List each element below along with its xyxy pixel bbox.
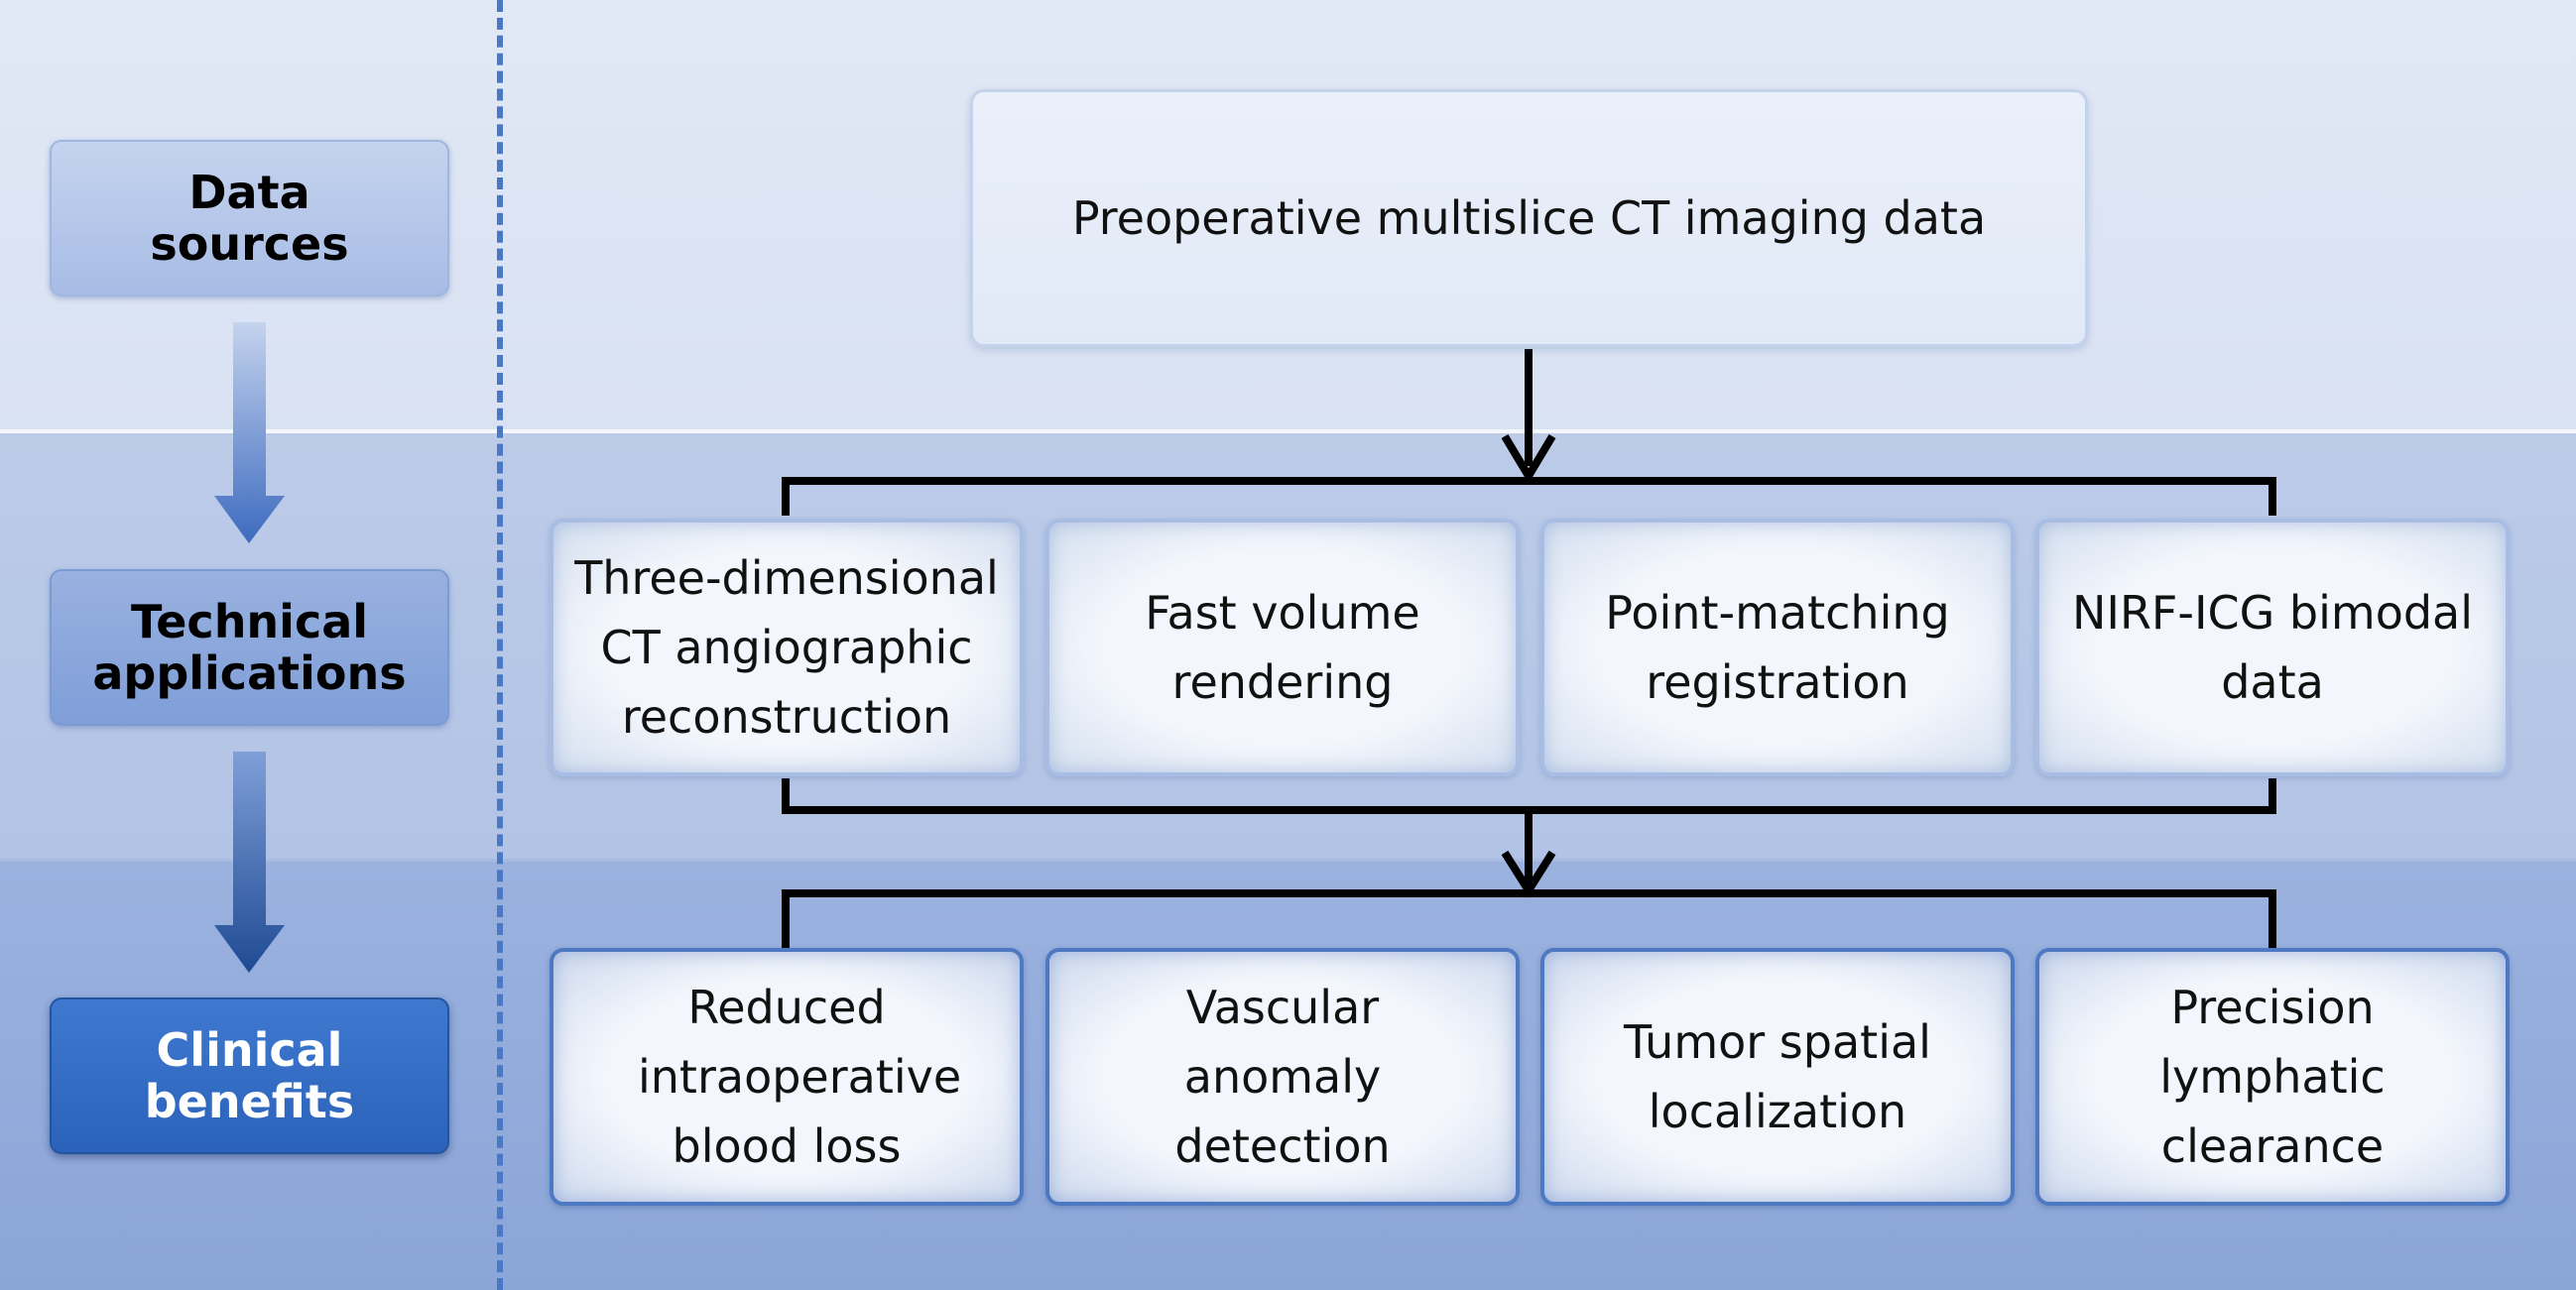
clinical-box: Reduced intraoperative blood loss: [550, 948, 1024, 1206]
stage-arrow-down-icon: [214, 322, 285, 543]
clinical-label: Reduced intraoperative blood loss: [638, 981, 962, 1173]
technical-label: Fast volume rendering: [1145, 586, 1420, 709]
bracket-technical-top: [782, 477, 2276, 516]
stage-label-clinical-benefits: Clinical benefits: [50, 997, 449, 1154]
stage-arrow-down-icon: [214, 752, 285, 973]
dashed-divider: [497, 0, 503, 1290]
stage-label-data-sources: Data sources: [50, 140, 449, 296]
technical-box: Point-matching registration: [1540, 519, 2015, 776]
technical-label: Three-dimensional CT angiographic recons…: [574, 551, 999, 744]
stage-label-text: Technical applications: [92, 595, 407, 700]
technical-label: Point-matching registration: [1605, 586, 1950, 709]
stage-label-technical-applications: Technical applications: [50, 569, 449, 726]
technical-box: Three-dimensional CT angiographic recons…: [550, 519, 1024, 776]
stage-label-text: Clinical benefits: [144, 1023, 355, 1128]
source-label: Preoperative multislice CT imaging data: [1071, 191, 1987, 245]
source-box: Preoperative multislice CT imaging data: [970, 89, 2088, 347]
technical-box: Fast volume rendering: [1045, 519, 1520, 776]
clinical-label: Vascular anomaly detection: [1174, 981, 1391, 1173]
clinical-box: Vascular anomaly detection: [1045, 948, 1520, 1206]
clinical-label: Tumor spatial localization: [1624, 1015, 1931, 1138]
bracket-technical-bottom: [782, 778, 2276, 814]
band-separator: [0, 429, 2576, 433]
bracket-clinical-top: [782, 889, 2276, 948]
technical-label: NIRF-ICG bimodal data: [2071, 586, 2474, 709]
band-separator: [0, 859, 2576, 862]
clinical-label: Precision lymphatic clearance: [2159, 981, 2386, 1173]
clinical-box: Precision lymphatic clearance: [2035, 948, 2510, 1206]
clinical-box: Tumor spatial localization: [1540, 948, 2015, 1206]
arrowhead-icon: [1501, 433, 1556, 484]
stage-label-text: Data sources: [150, 166, 349, 271]
technical-box: NIRF-ICG bimodal data: [2035, 519, 2510, 776]
